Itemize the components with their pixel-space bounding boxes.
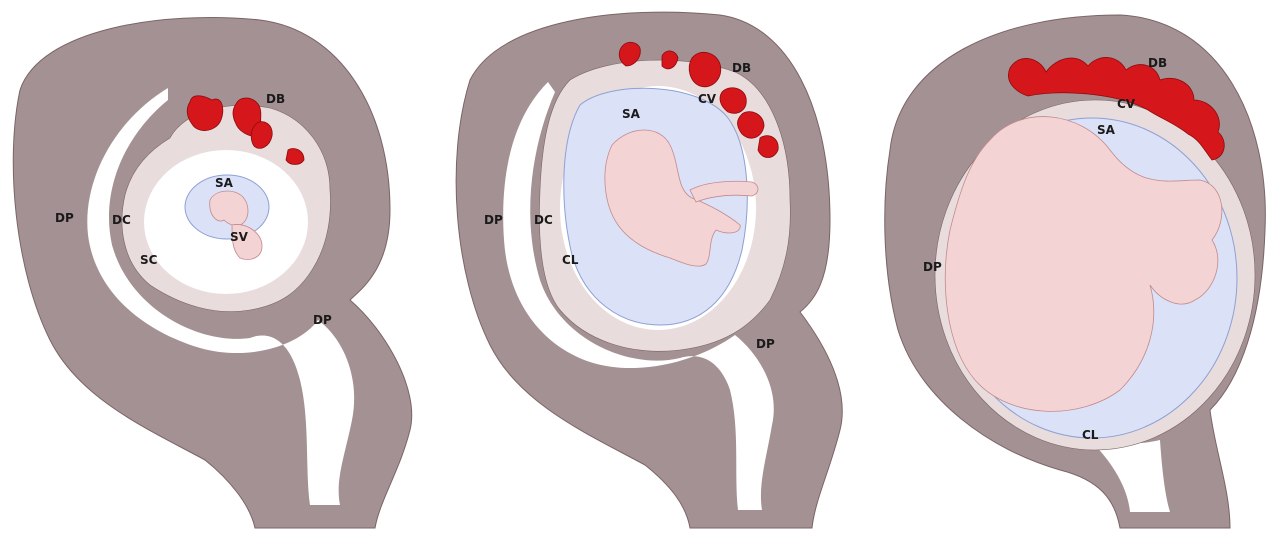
panel-early-stage [13,18,411,528]
label-cv: CV [1117,97,1136,111]
chorionic-villus [187,96,223,131]
label-dp: DP [55,211,74,225]
label-cl: CL [562,253,579,267]
label-dc: DC [534,213,553,227]
chorionic-villus [689,52,721,86]
label-sa: SA [622,107,641,121]
label-db: DB [266,92,285,106]
label-db: DB [1148,56,1167,70]
label-dp: DP [313,313,332,327]
label-sa: SA [215,176,234,190]
label-db: DB [732,61,751,75]
label-sc: SC [140,253,158,267]
panel-late-stage [885,15,1266,528]
label-sa: SA [1097,123,1116,137]
panel-mid-stage [456,12,842,528]
chorionic-villus [758,136,778,158]
label-dp: DP [756,337,775,351]
label-dp: DP [923,260,942,274]
label-cv: CV [698,92,717,106]
label-dc: DC [112,213,131,227]
label-sv: SV [230,230,249,244]
label-dp: DP [484,213,503,227]
label-cl: CL [1082,428,1099,442]
